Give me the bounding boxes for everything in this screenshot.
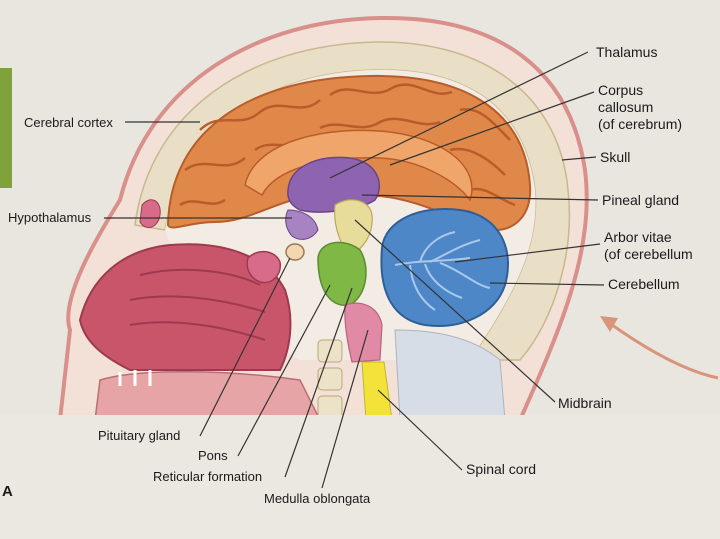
medulla-oblongata	[344, 302, 383, 363]
label-pineal-gland: Pineal gland	[602, 192, 679, 208]
label-midbrain: Midbrain	[558, 395, 612, 411]
page-edge-tab	[0, 68, 12, 188]
label-medulla-oblongata: Medulla oblongata	[264, 491, 371, 506]
label-corpus-callosum-3: (of cerebrum)	[598, 116, 682, 132]
label-arbor-vitae-1: Arbor vitae	[604, 229, 672, 245]
leader-lines	[104, 51, 605, 489]
label-pons: Pons	[198, 448, 228, 463]
cerebral-gyri	[179, 83, 516, 207]
oral-cavity	[94, 370, 322, 421]
label-hypothalamus: Hypothalamus	[8, 210, 92, 225]
label-reticular-formation: Reticular formation	[153, 469, 262, 484]
cerebellum	[380, 208, 509, 327]
label-thalamus: Thalamus	[596, 44, 657, 60]
label-cerebellum: Cerebellum	[608, 276, 680, 292]
neck-tissue	[394, 329, 506, 421]
label-arbor-vitae-2: (of cerebellum	[604, 246, 693, 262]
midbrain	[334, 199, 373, 256]
frontal-sinus	[139, 199, 161, 229]
label-spinal-cord: Spinal cord	[466, 461, 536, 477]
label-corpus-callosum-1: Corpus	[598, 82, 643, 98]
label-skull: Skull	[600, 149, 630, 165]
label-pituitary-gland: Pituitary gland	[98, 428, 180, 443]
pituitary-gland	[285, 243, 305, 261]
arbor-vitae	[394, 231, 491, 311]
hypothalamus	[285, 209, 319, 240]
nasal-conchae	[129, 268, 266, 341]
thalamus	[287, 156, 380, 213]
arrow-icon	[607, 320, 719, 380]
figure-letter: A	[2, 483, 13, 500]
arrow-head-icon	[600, 316, 618, 332]
sphenoid-sinus	[246, 250, 281, 284]
label-corpus-callosum-2: callosum	[598, 99, 653, 115]
label-cerebral-cortex: Cerebral cortex	[24, 115, 113, 130]
lower-page	[0, 415, 720, 539]
teeth	[118, 370, 152, 386]
